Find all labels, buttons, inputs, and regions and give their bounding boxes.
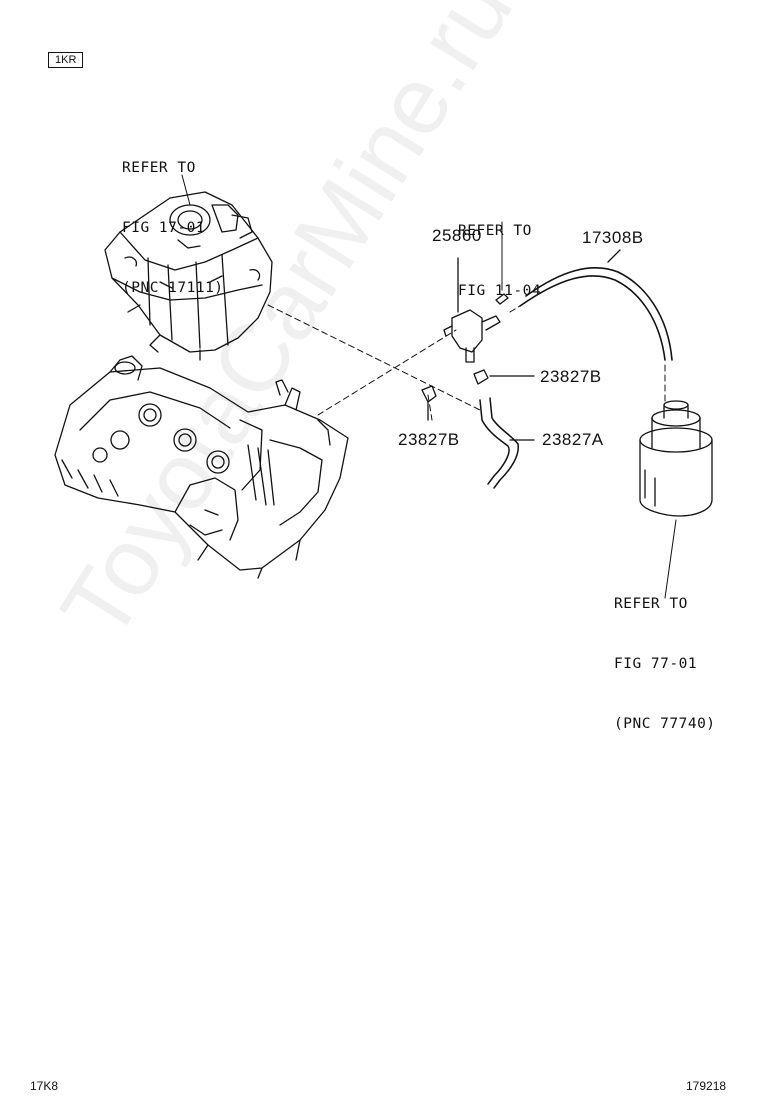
charcoal-canister	[639, 400, 713, 517]
hose-23827a	[479, 397, 535, 489]
vsv-callout-line-2: FIG 11-04	[458, 283, 542, 299]
canister-callout-line-1: REFER TO	[614, 596, 688, 612]
part-number-25860: 25860	[432, 226, 482, 245]
part-number-17308b: 17308B	[582, 228, 644, 247]
clip-23827b-left	[421, 385, 437, 421]
hose-17308b	[519, 249, 673, 361]
vsv-25860	[443, 257, 509, 363]
intake-callout-line-2: FIG 17-01	[122, 220, 206, 236]
clip-23827b-right	[473, 369, 535, 385]
canister-callout-line-2: FIG 77-01	[614, 656, 698, 672]
part-number-23827b-left: 23827B	[398, 430, 460, 449]
vsv-callout: REFER TO FIG 11-04	[458, 181, 541, 341]
part-number-23827a: 23827A	[542, 430, 604, 449]
engine-tag: 1KR	[48, 52, 84, 68]
part-number-23827b-right: 23827B	[540, 367, 602, 386]
footer-left-code: 17K8	[30, 1079, 59, 1093]
canister-callout-line-3: (PNC 77740)	[614, 716, 716, 732]
footer-right-code: 179218	[686, 1079, 727, 1093]
guide-lines	[267, 304, 666, 421]
vsv-callout-line-1: REFER TO	[458, 223, 532, 239]
intake-callout: REFER TO FIG 17-01 (PNC 17111)	[122, 118, 224, 338]
intake-callout-line-1: REFER TO	[122, 160, 196, 176]
leader-lines	[181, 174, 677, 599]
canister-callout: REFER TO FIG 77-01 (PNC 77740)	[614, 554, 716, 774]
intake-callout-line-3: (PNC 17111)	[122, 280, 224, 296]
cylinder-head	[54, 355, 349, 579]
